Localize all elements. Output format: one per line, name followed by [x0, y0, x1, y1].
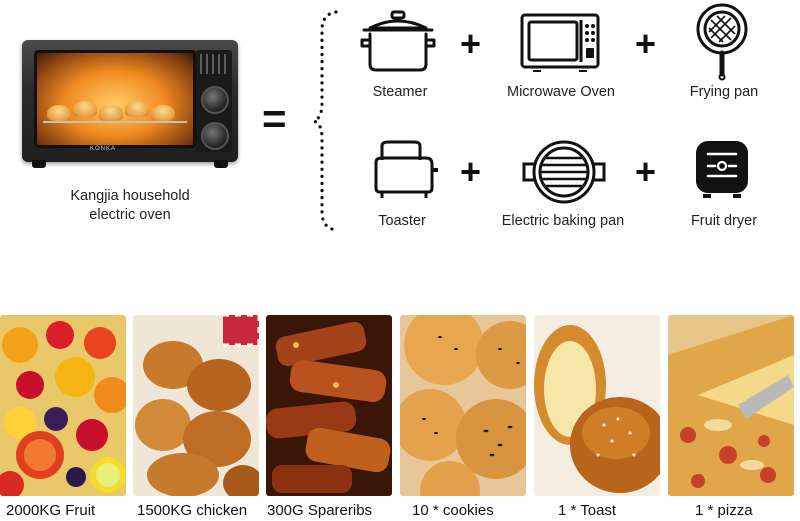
plus-sign: + [635, 151, 657, 192]
oven-window [34, 50, 196, 148]
function-label-steamer: Steamer [372, 84, 428, 100]
frying-pan-icon [696, 3, 748, 81]
plus-sign: + [460, 151, 482, 192]
fried-chicken-photo [133, 315, 259, 496]
oven-foot [214, 160, 228, 168]
oven-caption-line2: electric oven [89, 207, 171, 223]
bread-roll [73, 101, 97, 117]
spareribs-photo [266, 315, 392, 496]
electric-oven-image: KONKA [22, 40, 238, 170]
food-caption: 10 * cookies [412, 502, 494, 519]
dotted-brace-icon [312, 10, 338, 232]
function-label-frying-pan: Frying pan [689, 84, 759, 100]
mixed-fruit-photo [0, 315, 126, 496]
oven-control-panel [196, 50, 232, 152]
oven-foot [32, 160, 46, 168]
oven-brand-label: KONKA [90, 146, 117, 152]
function-label-microwave-oven: Microwave Oven [507, 84, 615, 100]
oven-body: KONKA [22, 40, 238, 162]
fruit-dryer-icon [696, 141, 748, 198]
bread-roll [47, 105, 71, 121]
function-label-electric-baking-pan: Electric baking pan [501, 213, 625, 229]
steamer-pot-icon [360, 10, 436, 72]
microwave-icon [520, 13, 600, 72]
control-buttons [200, 54, 228, 74]
baking-pan-icon [522, 140, 606, 204]
food-caption: 2000KG Fruit [6, 502, 96, 519]
function-label-fruit-dryer: Fruit dryer [690, 213, 758, 229]
food-caption: 1 * pizza [695, 502, 753, 519]
bread-bun-photo [534, 315, 660, 496]
oven-caption-line1: Kangjia household [70, 188, 190, 204]
oven-knob-icon [201, 86, 229, 114]
toaster-icon [374, 140, 438, 198]
bread-roll [151, 105, 175, 121]
sesame-cookies-photo [400, 315, 526, 496]
bread-roll [125, 101, 149, 117]
food-caption: 300G Spareribs [267, 502, 373, 519]
pizza-photo [668, 315, 794, 496]
oven-caption: Kangjia household electric oven [20, 187, 240, 225]
equals-sign: = [262, 95, 287, 142]
bread-roll [99, 105, 123, 121]
plus-sign: + [460, 23, 482, 64]
plus-sign: + [635, 23, 657, 64]
oven-rack [43, 121, 187, 123]
food-caption: 1 * Toast [558, 502, 617, 519]
function-label-toaster: Toaster [378, 213, 426, 229]
oven-knob-icon [201, 122, 229, 150]
food-caption: 1500KG chicken [137, 502, 248, 519]
